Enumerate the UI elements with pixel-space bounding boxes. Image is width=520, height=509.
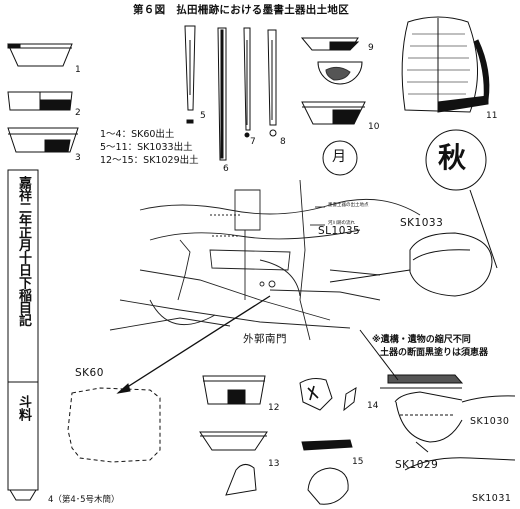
plate-bokusho — [322, 140, 358, 176]
fig-number: 12 — [268, 403, 280, 413]
legend: 1～4：SK60出土 5～11：SK1033出土 12～15：SK1029出土 — [100, 128, 199, 167]
mokkan-4 — [7, 169, 39, 501]
mokkan-caption: 4（第4･5号木簡） — [48, 495, 120, 505]
bokusho-character: 秋 — [438, 141, 467, 174]
legend-item: 12～15：SK1029出土 — [100, 155, 199, 166]
fig-number: 3 — [75, 153, 81, 163]
label-sk1029: SK1029 — [395, 459, 439, 471]
vessel-2 — [7, 91, 73, 111]
shard-14 — [299, 378, 357, 412]
fig-number: 2 — [75, 108, 81, 118]
note-line: 土器の断面黒塗りは須恵器 — [380, 348, 489, 358]
site-map — [109, 179, 421, 341]
vessel-1 — [7, 43, 73, 67]
sk1029-outline — [359, 329, 464, 453]
figure-title: 第６図 払田柵跡における墨書土器出土地区 — [133, 4, 349, 16]
fig-number: 8 — [280, 137, 286, 147]
fig-number: 1 — [75, 65, 81, 75]
note: ※遺構・遺物の縮尺不同 土器の断面黒塗りは須恵器 — [372, 334, 488, 360]
wooden-slip-7 — [243, 27, 251, 138]
fig-number: 13 — [268, 459, 280, 469]
label-sk1030: SK1030 — [470, 416, 510, 427]
map-annotation: 河川跡の流れ — [328, 221, 355, 226]
vessel-13 — [199, 431, 268, 496]
mokkan-inscription-2: 斗料 — [16, 395, 31, 421]
bokusho-character: 月 — [332, 149, 346, 165]
mokkan-inscription: 嘉祥二年正月十日下稲目記 — [16, 176, 31, 326]
fig-number: 15 — [352, 457, 364, 467]
vessel-3 — [7, 127, 79, 153]
vessel-9 — [300, 37, 363, 85]
fig-number: 9 — [368, 43, 374, 53]
map-annotation: 墨書土器の出土地点 — [328, 203, 369, 208]
vessel-15 — [301, 439, 353, 505]
legend-item: 1～4：SK60出土 — [100, 129, 175, 140]
label-sl1035: SL1035 — [318, 225, 361, 237]
label-sk1031: SK1031 — [472, 493, 512, 504]
jar-11 — [401, 16, 490, 113]
label-gate: 外郭南門 — [243, 333, 287, 345]
sk1031-outline — [404, 457, 516, 471]
vessel-12 — [202, 375, 266, 405]
label-sk1033: SK1033 — [400, 217, 444, 229]
fig-number: 5 — [200, 111, 206, 121]
fig-number: 10 — [368, 122, 380, 132]
legend-item: 5～11：SK1033出土 — [100, 142, 193, 153]
label-sk60: SK60 — [75, 367, 104, 379]
fig-number: 11 — [486, 111, 498, 121]
fig-number: 14 — [367, 401, 379, 411]
wooden-slip-5 — [184, 25, 196, 124]
wooden-slip-6 — [217, 27, 227, 161]
sk1033-circle — [329, 232, 493, 297]
vessel-10 — [301, 101, 366, 125]
fig-number: 7 — [250, 137, 256, 147]
note-line: ※遺構・遺物の縮尺不同 — [372, 335, 471, 345]
wooden-slip-8 — [267, 29, 277, 137]
bokusho-disc-11 — [425, 129, 487, 191]
fig-number: 6 — [223, 164, 229, 174]
sk1030-outline — [461, 395, 516, 403]
sk60-outline — [67, 387, 161, 463]
